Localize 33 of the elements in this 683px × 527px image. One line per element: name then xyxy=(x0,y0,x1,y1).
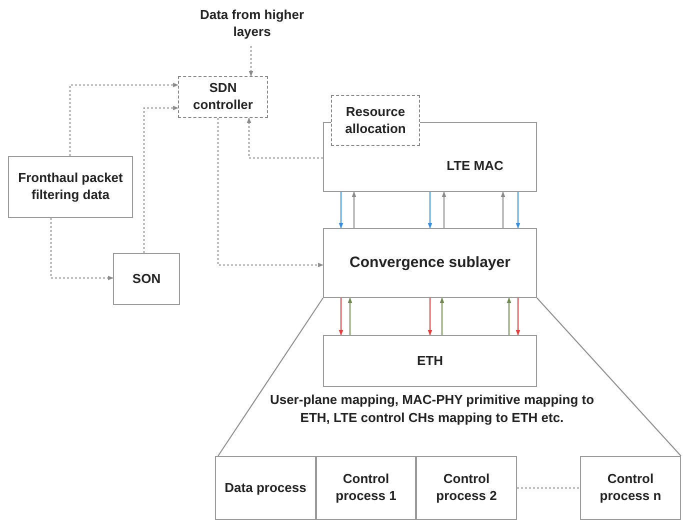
layer-box: ETH xyxy=(323,335,537,387)
arrow xyxy=(348,297,352,335)
process-box: Control process n xyxy=(580,456,681,520)
arrow xyxy=(50,218,114,280)
arrow xyxy=(516,298,520,336)
arrow xyxy=(338,298,344,336)
arrow xyxy=(500,191,506,228)
arrow xyxy=(440,297,444,335)
arrow xyxy=(248,46,254,77)
text-label: Data from higher layers xyxy=(196,2,308,46)
arrow xyxy=(217,118,324,268)
process-box: SON xyxy=(113,253,180,305)
arrow xyxy=(143,106,179,253)
arrow xyxy=(506,297,512,335)
data-box: Fronthaul packet filtering data xyxy=(8,156,133,218)
arrow xyxy=(442,191,446,228)
arrow xyxy=(428,192,432,229)
arrow xyxy=(428,298,432,336)
process-box: Data process xyxy=(215,456,316,520)
description-text: User-plane mapping, MAC-PHY primitive mapping to ETH, LTE control CHs mapping to ETH etc. xyxy=(268,391,596,426)
connector-line xyxy=(517,487,580,489)
arrow xyxy=(516,192,520,229)
controller-box: SDN controller xyxy=(178,76,268,118)
arrow xyxy=(352,191,356,228)
connector-line xyxy=(536,298,682,456)
arrow xyxy=(69,82,179,156)
layer-box: Convergence sublayer xyxy=(323,228,537,298)
arrow xyxy=(338,192,344,229)
function-box: Resource allocation xyxy=(331,95,420,146)
process-box: Control process 1 xyxy=(316,456,416,520)
arrow xyxy=(246,117,323,159)
process-box: Control process 2 xyxy=(416,456,517,520)
connector-line xyxy=(218,298,324,456)
